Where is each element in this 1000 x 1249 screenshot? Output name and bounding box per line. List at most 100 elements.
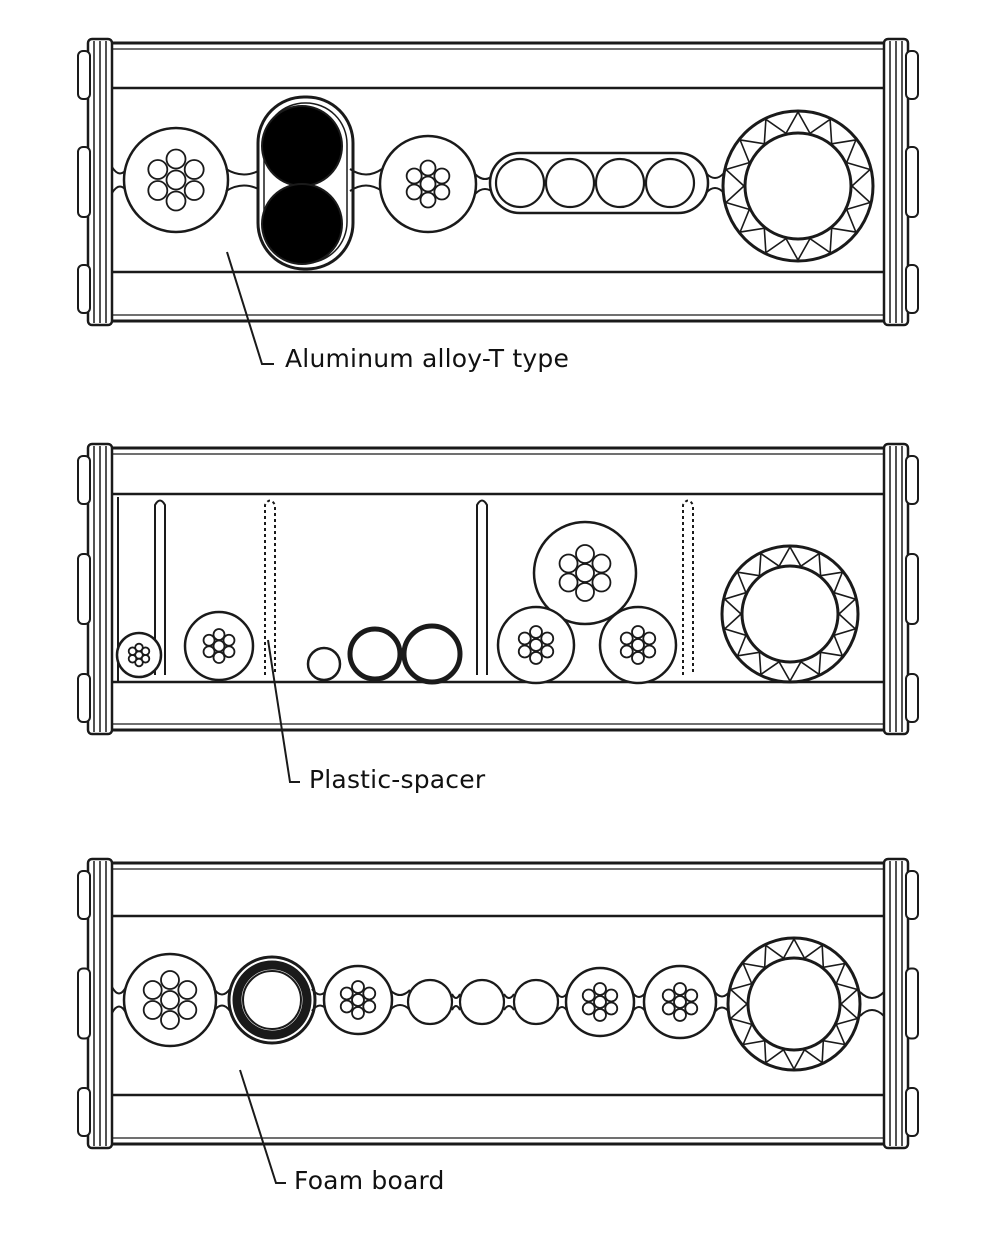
conductor-core [362, 999, 377, 1014]
right-lug [905, 455, 919, 505]
aluminum-leader-line [226, 251, 274, 365]
hose-reinforcement [723, 613, 747, 637]
conductor-core [529, 638, 543, 652]
separator-plate [476, 499, 488, 675]
hose-reinforcement [820, 634, 844, 657]
conductor-core [339, 999, 354, 1014]
conductor-core [433, 183, 451, 201]
conductor-core [631, 625, 645, 639]
conductor-core [339, 986, 354, 1001]
hose-reinforcement [833, 591, 857, 615]
multi-conductor-cable [183, 610, 255, 682]
multi-conductor-cable [496, 605, 576, 685]
hose-reinforcement [846, 161, 872, 187]
left-lug [77, 264, 91, 314]
callout-leaders [226, 251, 300, 1184]
conductor-core [419, 175, 437, 193]
ring-bore [242, 970, 302, 1030]
left-lug [77, 1087, 91, 1137]
tube [401, 623, 463, 685]
hose-reinforcement [736, 634, 760, 657]
tube [644, 157, 696, 209]
conductor-core [177, 980, 198, 1000]
conductor-core [591, 553, 612, 574]
hose-reinforcement [831, 209, 858, 234]
multi-conductor-cable [122, 126, 230, 234]
conductor-core [177, 1000, 198, 1020]
left-lug [77, 870, 91, 920]
conductor-core [127, 654, 138, 664]
conductor-core [212, 651, 226, 664]
tube [544, 157, 596, 209]
hose-inner-wall [740, 564, 840, 664]
right-lug [905, 673, 919, 723]
left-lug [77, 455, 91, 505]
separator-plate [682, 499, 694, 675]
right-lug [905, 967, 919, 1040]
hose-reinforcement [820, 571, 844, 594]
conductor-core [581, 1001, 596, 1016]
hose-reinforcement [763, 117, 787, 144]
multi-conductor-cable [378, 134, 478, 234]
hose-reinforcement [738, 138, 765, 163]
tube [458, 978, 506, 1026]
hose-reinforcement [728, 982, 752, 1005]
plastic-spacer-label: Plastic-spacer [309, 765, 486, 794]
conductor-core [604, 988, 619, 1003]
right-lug [905, 146, 919, 218]
conductor-core [147, 159, 169, 180]
conductor-core [661, 1001, 676, 1016]
conductor-core [604, 1001, 619, 1016]
conductor-core [419, 191, 437, 209]
hose-reinforcement [782, 1049, 806, 1071]
conductor-core [631, 638, 645, 652]
conductor-core [540, 631, 555, 646]
hose [721, 109, 875, 263]
hose-reinforcement [728, 1003, 752, 1026]
conductor-core [673, 995, 687, 1009]
conductor-core [575, 544, 595, 564]
conductor-core [165, 148, 187, 170]
hose-reinforcement [724, 161, 750, 187]
hose-reinforcement [738, 209, 765, 234]
conductor-core [642, 631, 657, 646]
hose-reinforcement [723, 591, 747, 615]
hose-reinforcement [804, 1040, 825, 1065]
hose [726, 936, 862, 1072]
plastic-spacer-leader-line [267, 639, 300, 783]
conductor-core [183, 180, 205, 201]
left-lug [77, 673, 91, 723]
hose-reinforcement [831, 138, 858, 163]
right-lug [905, 50, 919, 100]
left-lug [77, 146, 91, 218]
conductor-core [673, 982, 687, 996]
thick-ring-hose [227, 955, 317, 1045]
hose-reinforcement [763, 1040, 784, 1065]
conductor-core [202, 633, 216, 647]
conductor-core [593, 982, 607, 996]
hose-inner-wall [743, 131, 853, 241]
conductor-core [142, 980, 163, 1000]
conductor-core [517, 644, 532, 659]
conductor-core [140, 646, 151, 656]
hose-reinforcement [741, 1024, 765, 1046]
conductor-core [517, 631, 532, 646]
multi-conductor-cable [532, 520, 638, 626]
tube [494, 157, 546, 209]
hose-reinforcement [833, 613, 857, 637]
conductor-core [419, 159, 437, 177]
conductor-core [673, 1008, 687, 1022]
conductor-core [529, 625, 543, 639]
hose-reinforcement [809, 228, 833, 255]
conductor-core [575, 563, 595, 583]
conductor-core [619, 631, 634, 646]
foam-board-label: Foam board [294, 1166, 445, 1195]
ring-wall [232, 960, 312, 1040]
hose-reinforcement [836, 1003, 860, 1026]
foam-board-panel [77, 857, 919, 1150]
conductor-core [619, 644, 634, 659]
four-tube-strip [488, 151, 710, 215]
hose-reinforcement [778, 661, 802, 683]
conductor-core [642, 644, 657, 659]
